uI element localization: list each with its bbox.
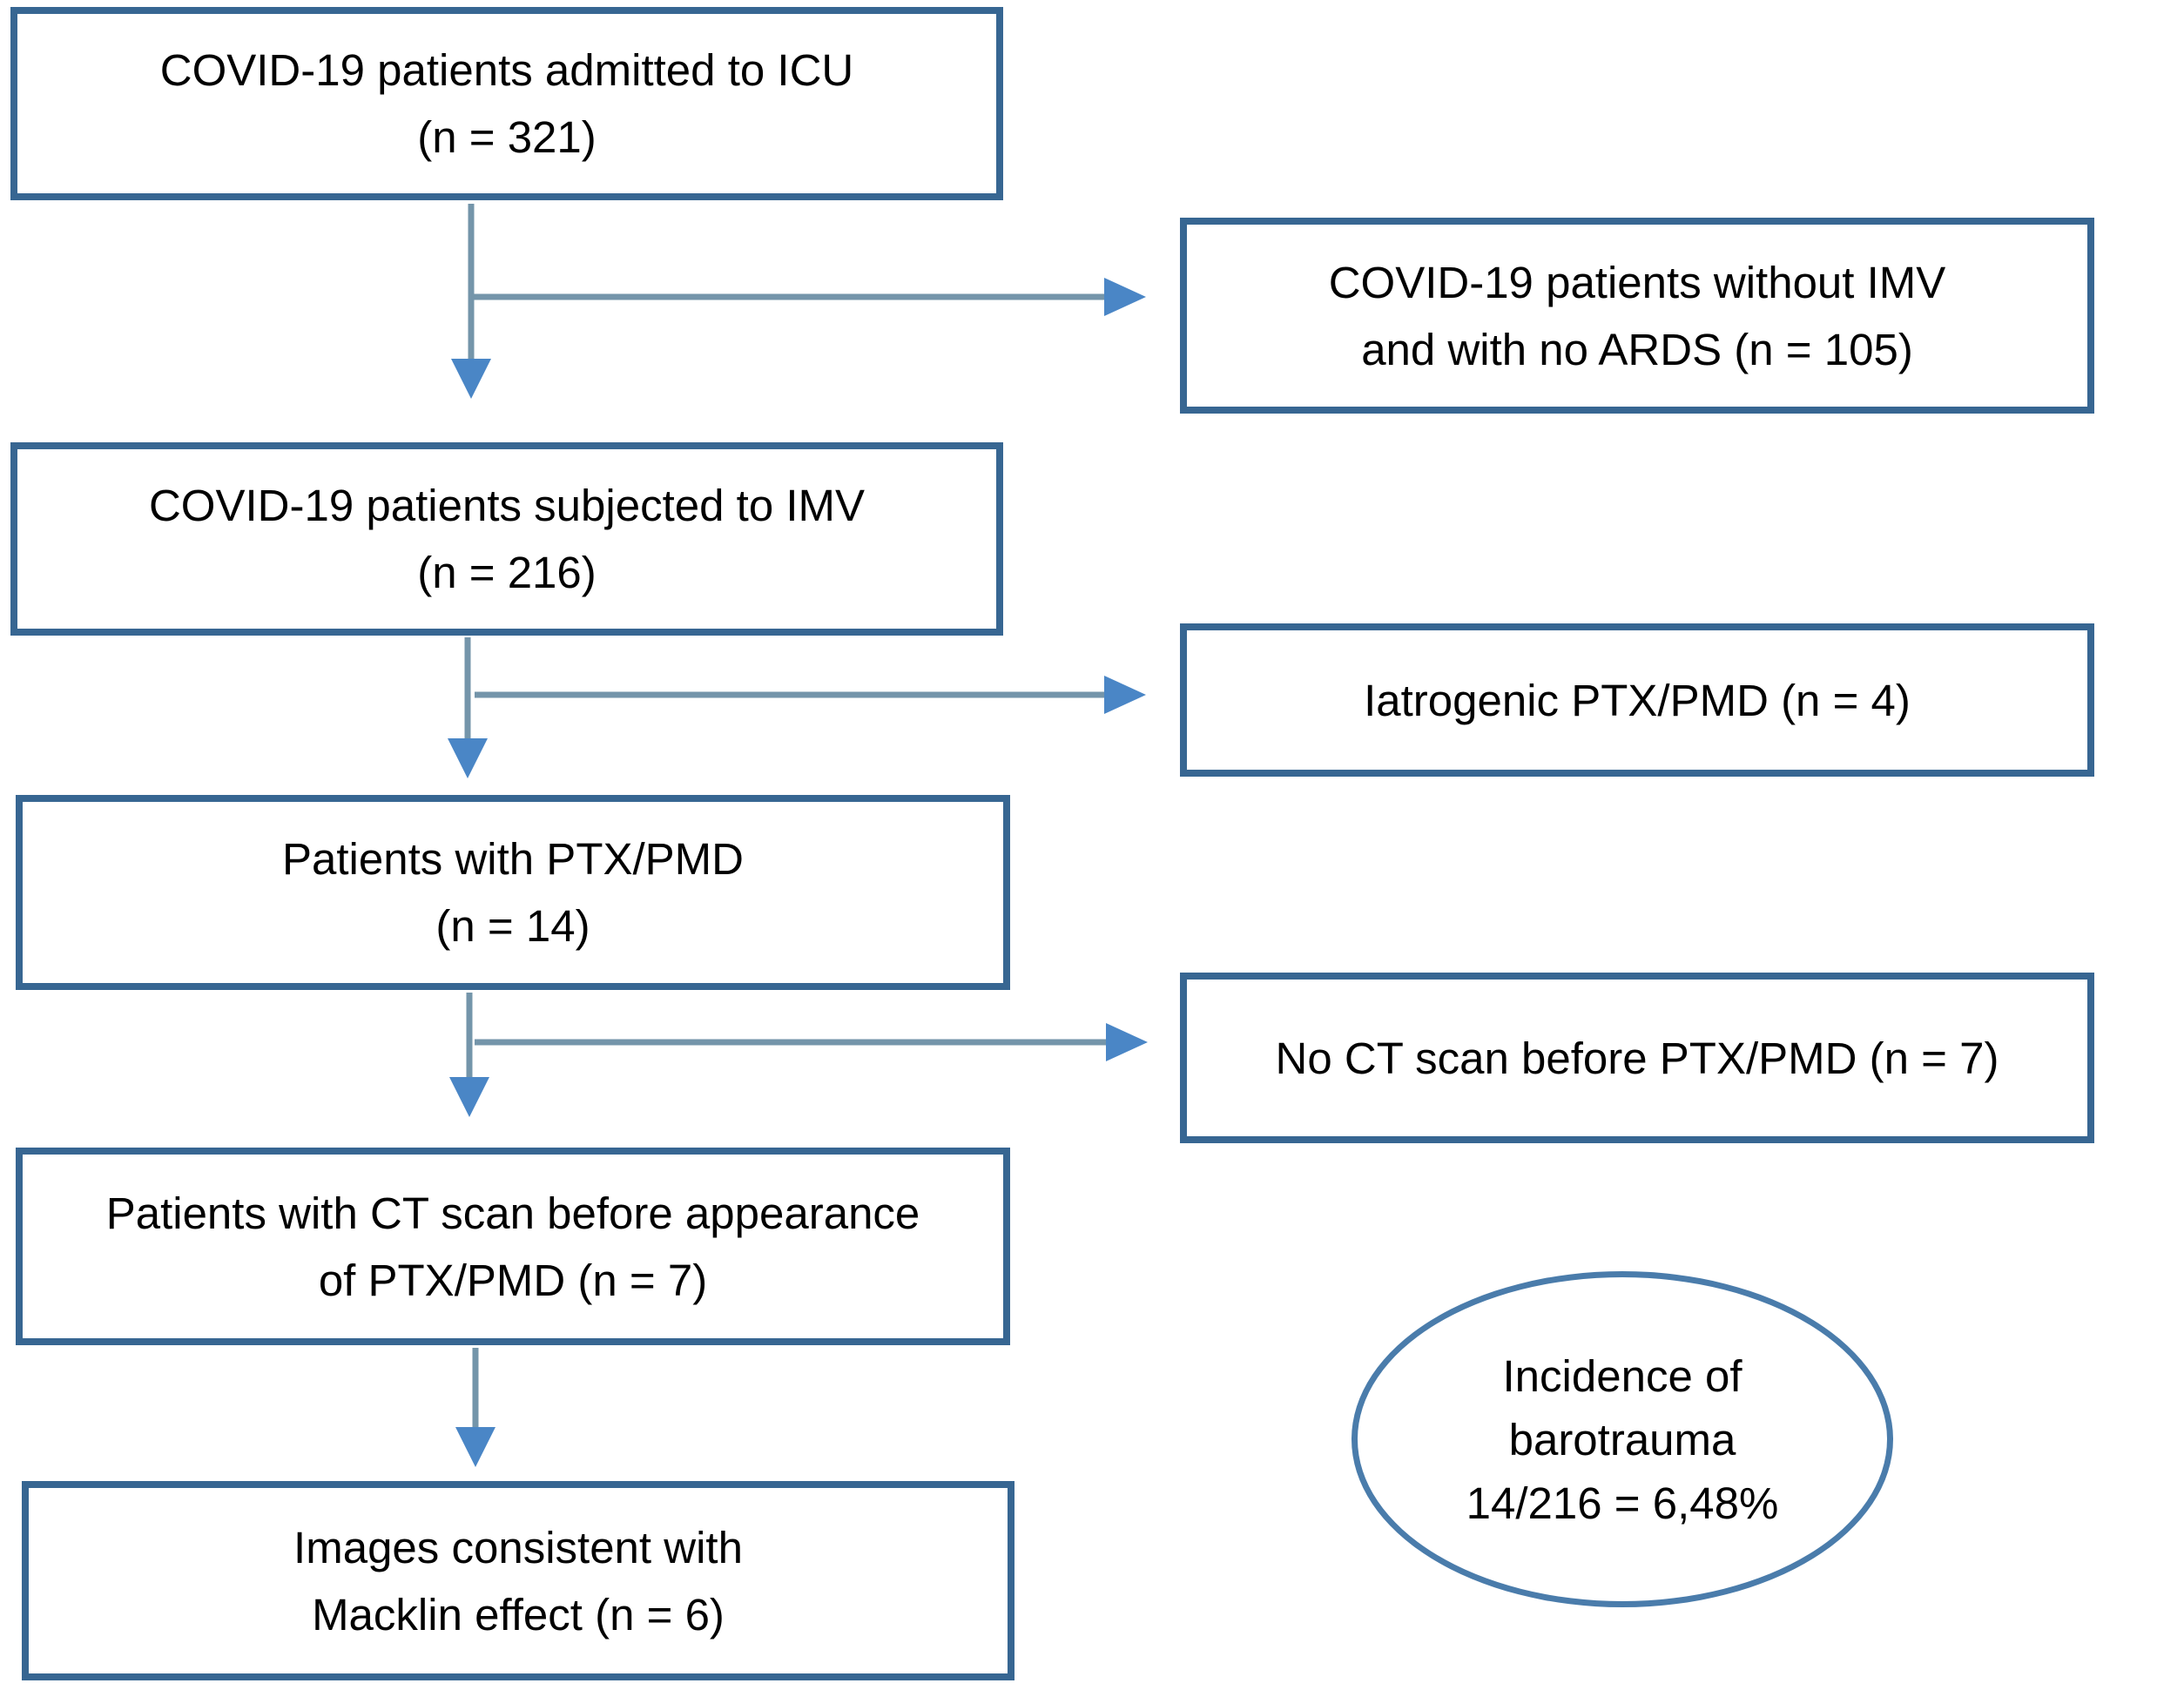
box-count-line: (n = 14) [435, 901, 590, 951]
box-count-line: (n = 216) [417, 548, 597, 597]
box-text-line: COVID-19 patients subjected to IMV [148, 481, 866, 530]
arrow-down-icu-to-imv [451, 204, 491, 399]
arrow-down-ct-to-macklin [455, 1348, 495, 1467]
ellipse-incidence: Incidence of barotrauma 14/216 = 6,48% [1352, 1271, 1893, 1607]
arrow-down-ptx-to-ct [449, 993, 489, 1117]
box-text-line: No CT scan before PTX/PMD (n = 7) [1275, 1033, 1999, 1083]
box-ct-before-ptx: Patients with CT scan before appearance … [16, 1148, 1010, 1345]
box-text-line: and with no ARDS (n = 105) [1361, 324, 1913, 374]
arrowhead-down-icon [455, 1427, 495, 1467]
box-icu-admitted: COVID-19 patients admitted to ICU (n = 3… [10, 7, 1003, 200]
arrowhead-right-icon [1104, 278, 1146, 316]
arrowhead-down-icon [449, 1077, 489, 1117]
box-text-line: COVID-19 patients admitted to ICU [159, 45, 854, 95]
box-imv: COVID-19 patients subjected to IMV (n = … [10, 442, 1003, 636]
box-ptx-pmd: Patients with PTX/PMD (n = 14) [16, 795, 1010, 990]
box-text-line: Images consistent with [293, 1522, 743, 1572]
box-count-line: (n = 321) [417, 112, 597, 162]
arrowhead-down-icon [448, 738, 488, 778]
box-iatrogenic: Iatrogenic PTX/PMD (n = 4) [1180, 623, 2094, 777]
box-macklin: Images consistent with Macklin effect (n… [22, 1481, 1014, 1680]
box-no-imv-no-ards: COVID-19 patients without IMV and with n… [1180, 218, 2094, 414]
box-text-line: Patients with CT scan before appearance [105, 1188, 920, 1238]
box-text-line: COVID-19 patients without IMV [1328, 257, 1946, 307]
box-text-line: of PTX/PMD (n = 7) [318, 1255, 708, 1305]
arrowhead-right-icon [1104, 676, 1146, 714]
box-text-line: Iatrogenic PTX/PMD (n = 4) [1364, 675, 1911, 725]
arrow-right-to-no-ct-box [475, 1023, 1148, 1061]
box-no-ct-scan: No CT scan before PTX/PMD (n = 7) [1180, 973, 2094, 1143]
arrowhead-right-icon [1106, 1023, 1148, 1061]
box-text-line: Macklin effect (n = 6) [312, 1589, 725, 1640]
arrow-down-imv-to-ptx [448, 637, 488, 778]
ellipse-text-line: Incidence of [1502, 1350, 1742, 1401]
box-text-line: Patients with PTX/PMD [282, 834, 744, 884]
ellipse-value-line: 14/216 = 6,48% [1466, 1478, 1779, 1528]
arrowhead-down-icon [451, 359, 491, 399]
arrow-right-to-iatrogenic-box [475, 676, 1146, 714]
arrow-right-to-no-imv-box [471, 278, 1146, 316]
ellipse-text-line: barotrauma [1508, 1414, 1736, 1464]
